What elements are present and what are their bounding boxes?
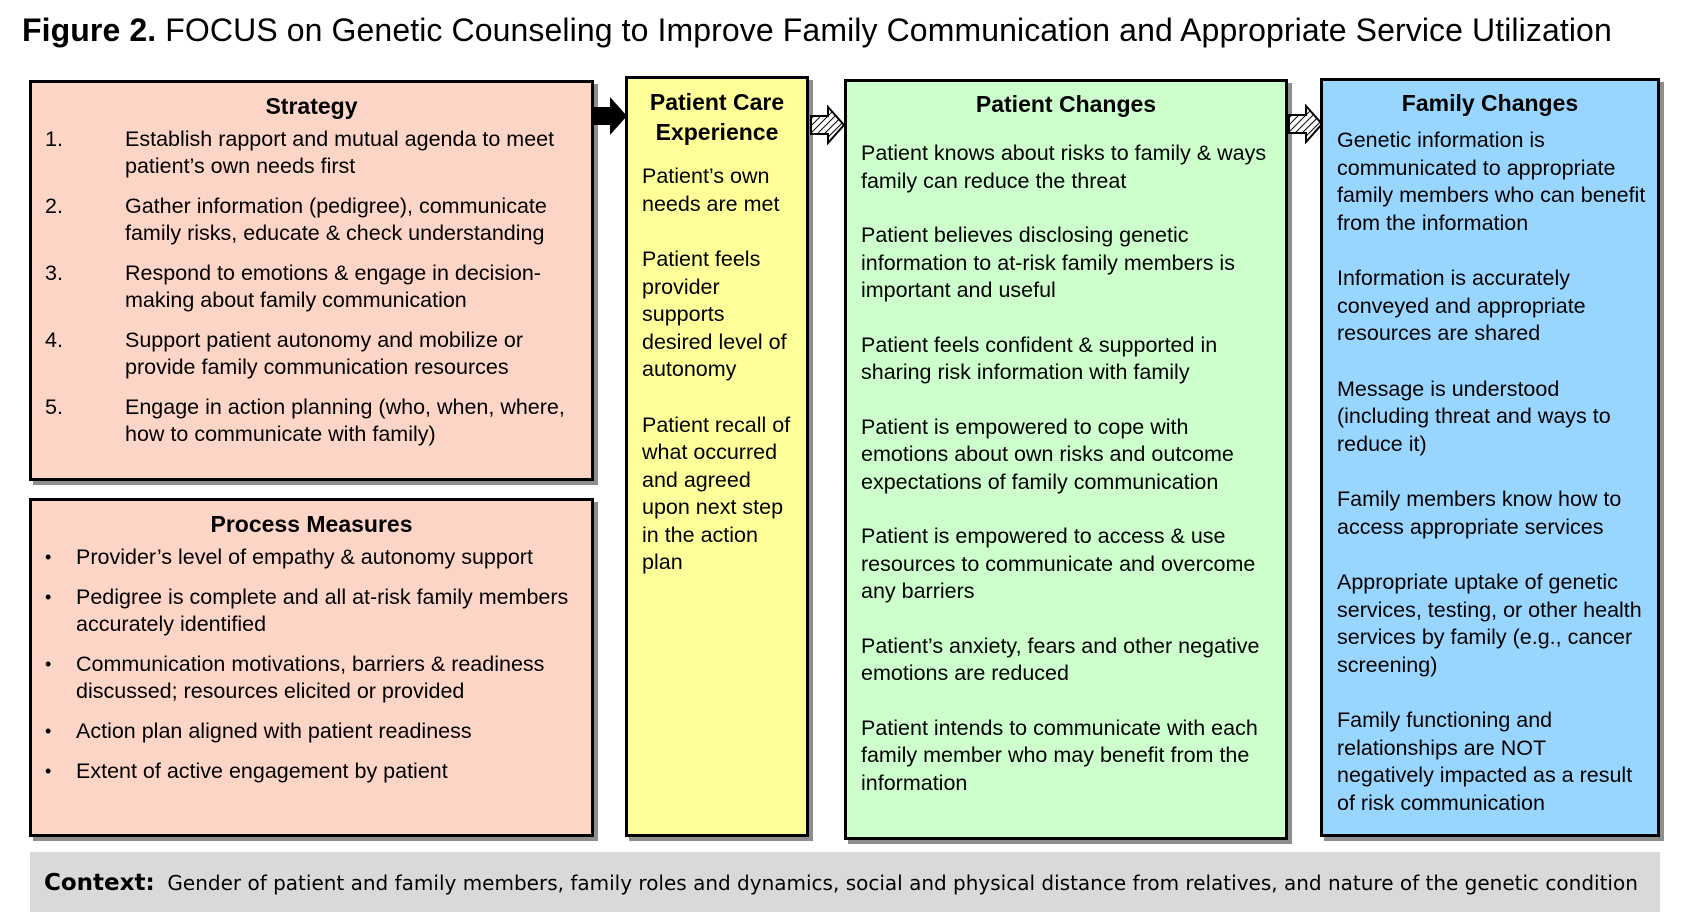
patient-change-item: Patient is empowered to access & use res…	[861, 524, 1256, 603]
strategy-item-text: Establish rapport and mutual agenda to m…	[125, 127, 555, 178]
strategy-box: Strategy 1. Establish rapport and mutual …	[29, 80, 594, 481]
patient-care-experience-list: Patient’s own needs are met Patient feel…	[628, 163, 806, 577]
family-change-item: Genetic information is communicated to a…	[1337, 128, 1646, 235]
family-change-item: Information is accurately conveyed and a…	[1337, 266, 1586, 345]
patient-care-experience-item: Patient feels provider supports desired …	[642, 247, 787, 381]
patient-changes-box: Patient Changes Patient knows about risk…	[844, 79, 1288, 840]
family-change-item: Family members know how to access approp…	[1337, 487, 1622, 539]
process-measure-item: • Communication motivations, barriers & r…	[32, 651, 591, 705]
strategy-list: 1. Establish rapport and mutual agenda to…	[32, 126, 591, 448]
bullet: •	[45, 761, 52, 781]
strategy-item-number: 1.	[45, 127, 63, 151]
figure-title: Figure 2. FOCUS on Genetic Counseling to…	[22, 12, 1672, 49]
arrow-right-icon	[594, 97, 627, 135]
process-measure-text: Pedigree is complete and all at-risk fam…	[76, 585, 569, 636]
strategy-item: 4. Support patient autonomy and mobilize …	[32, 327, 591, 381]
process-measure-item: • Action plan aligned with patient readin…	[32, 718, 591, 745]
bullet: •	[45, 654, 52, 674]
patient-change-item: Patient is empowered to cope with emotio…	[861, 414, 1234, 494]
strategy-item: 2. Gather information (pedigree), communi…	[32, 193, 591, 247]
strategy-item: 1. Establish rapport and mutual agenda to…	[32, 126, 591, 180]
patient-change-item: Patient feels confident & supported in s…	[861, 332, 1218, 385]
hatched-arrow-right-icon	[810, 105, 846, 145]
patient-care-experience-box: Patient Care Experience Patient’s own ne…	[625, 76, 809, 837]
process-measure-item: • Pedigree is complete and all at-risk fa…	[32, 584, 591, 638]
patient-change-item: Patient knows about risks to family & wa…	[861, 141, 1267, 193]
context-text: Gender of patient and family members, fa…	[167, 871, 1638, 895]
strategy-item-number: 2.	[45, 194, 63, 218]
patient-care-experience-item: Patient’s own needs are met	[642, 164, 780, 216]
family-change-item: Message is understood (including threat …	[1337, 376, 1611, 456]
process-measures-box: Process Measures • Provider’s level of em…	[29, 498, 594, 837]
patient-change-item: Patient intends to communicate with each…	[861, 715, 1258, 795]
process-measures-heading: Process Measures	[210, 511, 413, 537]
strategy-item: 3. Respond to emotions & engage in decisi…	[32, 260, 591, 314]
strategy-item-number: 5.	[45, 395, 63, 419]
strategy-item-text: Respond to emotions & engage in decision…	[125, 261, 541, 312]
strategy-item-number: 3.	[45, 261, 63, 285]
context-bar: Context: Gender of patient and family me…	[30, 852, 1660, 912]
family-change-item: Family functioning and relationships are…	[1337, 708, 1633, 815]
process-measure-item: • Extent of active engagement by patient	[32, 758, 591, 785]
strategy-item: 5. Engage in action planning (who, when, …	[32, 394, 591, 448]
strategy-heading: Strategy	[265, 93, 358, 119]
strategy-item-number: 4.	[45, 328, 63, 352]
process-measure-text: Extent of active engagement by patient	[76, 759, 448, 783]
process-measure-text: Provider’s level of empathy & autonomy s…	[76, 545, 533, 569]
family-changes-list: Genetic information is communicated to a…	[1323, 127, 1657, 817]
figure-label: Figure 2.	[22, 12, 157, 48]
process-measure-text: Action plan aligned with patient readine…	[76, 719, 472, 743]
family-changes-box: Family Changes Genetic information is co…	[1320, 78, 1660, 837]
patient-care-experience-heading: Patient Care Experience	[649, 89, 785, 145]
bullet: •	[45, 587, 52, 607]
patient-changes-heading: Patient Changes	[975, 91, 1157, 117]
patient-changes-list: Patient knows about risks to family & wa…	[847, 140, 1285, 797]
family-change-item: Appropriate uptake of genetic services, …	[1337, 570, 1642, 677]
patient-change-item: Patient’s anxiety, fears and other negat…	[861, 633, 1260, 686]
bullet: •	[45, 721, 52, 741]
patient-care-experience-item: Patient recall of what occurred and agre…	[642, 412, 791, 575]
context-label: Context:	[44, 870, 155, 896]
strategy-item-text: Gather information (pedigree), communica…	[125, 194, 547, 245]
hatched-arrow-right-icon	[1288, 104, 1324, 144]
family-changes-heading: Family Changes	[1401, 90, 1579, 116]
process-measure-text: Communication motivations, barriers & re…	[76, 652, 545, 703]
strategy-item-text: Engage in action planning (who, when, wh…	[125, 395, 565, 446]
process-measures-list: • Provider’s level of empathy & autonomy …	[32, 544, 591, 785]
figure-title-text: FOCUS on Genetic Counseling to Improve F…	[165, 12, 1612, 48]
bullet: •	[45, 547, 52, 567]
patient-change-item: Patient believes disclosing genetic info…	[861, 223, 1235, 302]
process-measure-item: • Provider’s level of empathy & autonomy …	[32, 544, 591, 571]
strategy-item-text: Support patient autonomy and mobilize or…	[125, 328, 523, 379]
